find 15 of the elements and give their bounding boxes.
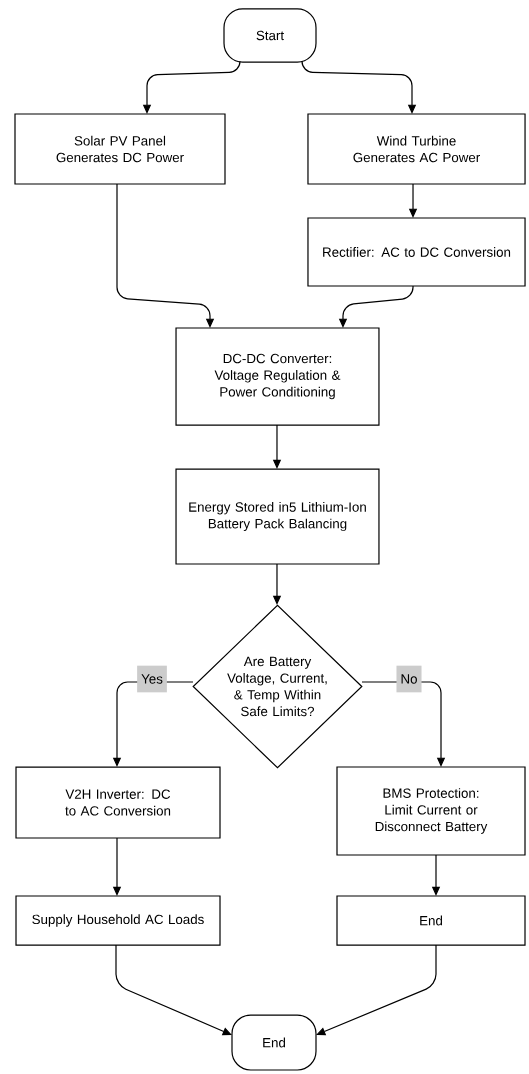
process-box: Energy Stored in5 Lithium-Ion Battery Pack Balancing — [175, 468, 380, 565]
process-box: Supply Household AC Loads — [15, 895, 221, 946]
arrow — [116, 183, 215, 328]
edge-label: Yes — [137, 665, 167, 693]
process-box: V2H Inverter: DC to AC Conversion — [15, 766, 221, 839]
process-box: DC-DC Converter: Voltage Regulation & Power Conditioning — [175, 327, 380, 426]
edge-label: No — [396, 665, 422, 693]
arrow — [115, 944, 232, 1036]
arrow — [316, 944, 437, 1036]
process-box: Rectifier: AC to DC Conversion — [307, 217, 526, 287]
arrow — [301, 60, 417, 114]
process-box: BMS Protection: Limit Current or Disconnect Battery — [336, 766, 526, 856]
process-box: End — [336, 895, 526, 946]
process-box: Wind Turbine Generates AC Power — [307, 113, 526, 185]
process-box: Solar PV Panel Generates DC Power — [14, 113, 226, 185]
